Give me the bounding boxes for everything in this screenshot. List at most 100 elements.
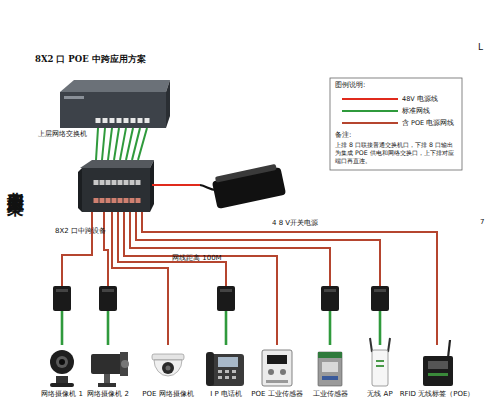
ip-phone-icon-part <box>206 352 214 386</box>
wireless-ap-icon-part <box>370 338 372 352</box>
poe-splitter-adapter-part <box>56 289 68 292</box>
node-label: 网络摄像机 1 <box>41 391 83 399</box>
node-label: 上层网络交换机 <box>38 131 87 139</box>
ip-phone-icon-part <box>225 370 229 373</box>
ip-phone-icon-part <box>232 370 236 373</box>
switch-port-part <box>110 118 115 123</box>
diagram-title: 8X2 口 POE 中跨应用方案 <box>35 54 146 65</box>
midspan-port-part <box>136 180 141 185</box>
poe-splitter-adapter-part <box>107 310 110 345</box>
margin-mark: L <box>478 42 483 53</box>
legend-text: 48V 电源线 <box>402 95 438 103</box>
network-cable <box>96 128 98 160</box>
end-device: 工业传感器 <box>310 345 350 388</box>
poe-splitter-adapter-part <box>217 286 235 311</box>
poe-splitter-adapter-part <box>102 289 114 292</box>
ip-camera-icon-part <box>56 356 68 368</box>
network-cable <box>120 128 126 160</box>
box-camera-icon-part <box>121 360 129 368</box>
ip-camera-icon-part <box>59 359 65 365</box>
midspan-port-part <box>124 180 129 185</box>
ip-camera-icon-part <box>50 350 74 374</box>
network-cable <box>102 128 105 160</box>
midspan-port-part <box>112 180 117 185</box>
node-label: 网络摄像机 2 <box>87 391 129 399</box>
poe-dome-camera-icon-part <box>154 360 182 376</box>
midspan-port-part <box>130 180 135 185</box>
node-label: POE 工业传感器 <box>251 391 302 399</box>
poe-dome-camera-icon-part <box>166 366 171 371</box>
switch-port-part <box>103 118 108 123</box>
wireless-ap-icon-part <box>388 338 390 352</box>
switch-illustration <box>60 80 170 128</box>
rfid-reader-icon-part <box>423 356 453 386</box>
note-heading: 备注: <box>335 131 351 140</box>
ip-camera-icon-part <box>56 376 68 384</box>
switch-illustration-part <box>64 96 84 99</box>
wireless-ap-icon-part <box>376 360 384 362</box>
power-supply-illustration-part <box>215 164 277 183</box>
switch-port-part <box>117 118 122 123</box>
poe-industrial-sensor-icon-part <box>268 369 274 375</box>
end-device: I P 电话机 <box>206 345 246 388</box>
ip-camera-icon <box>50 350 74 387</box>
ip-phone-icon-part <box>232 376 236 379</box>
ip-camera-icon-part <box>50 383 74 387</box>
box-camera-icon-part <box>120 352 128 376</box>
legend-box <box>330 78 462 170</box>
poe-dome-camera-icon-part <box>162 362 174 374</box>
end-device: POE 工业传感器 <box>257 345 297 388</box>
legend-entry: 含 POE 电源网线 <box>402 119 454 127</box>
end-device: 网络摄像机 2 <box>88 345 128 388</box>
rfid-reader-icon-part <box>448 340 450 358</box>
midspan-port-part <box>124 198 129 203</box>
midspan-illustration-part <box>82 168 150 212</box>
poe-splitter-adapter <box>53 286 389 345</box>
switch-illustration-part <box>60 80 170 92</box>
node-label: POE 网络摄像机 <box>142 391 193 399</box>
node-label: 工业传感器 <box>313 391 348 399</box>
midspan-device: 8X2 口中跨设备 <box>82 160 152 212</box>
switch-port-part <box>96 118 101 123</box>
midspan-port-part <box>118 198 123 203</box>
ip-phone-icon-part <box>218 357 238 367</box>
power-supply: 4 8 V开关电源 <box>200 168 292 210</box>
legend-text: 含 POE 电源网线 <box>402 119 454 127</box>
midspan-port <box>94 180 141 203</box>
midspan-illustration <box>78 160 154 212</box>
ip-phone-icon-part <box>225 376 229 379</box>
legend-box-part <box>342 110 398 112</box>
poe-splitter-adapter-part <box>329 310 332 345</box>
box-camera-icon <box>91 352 129 387</box>
legend-entry: 48V 电源线 <box>402 95 438 103</box>
midspan-port-part <box>136 198 141 203</box>
midspan-illustration-part <box>80 160 154 168</box>
poe-industrial-sensor-icon-part <box>267 355 287 364</box>
poe-industrial-sensor-icon-part <box>262 350 292 386</box>
network-cable <box>108 128 112 160</box>
rfid-reader-icon-part <box>428 361 448 369</box>
rfid-reader-icon-part <box>428 373 448 376</box>
box-camera-icon-part <box>104 374 110 383</box>
ip-phone-icon <box>206 352 244 386</box>
network-cable <box>114 128 119 160</box>
box-camera-icon-part <box>91 354 123 374</box>
poe-splitter-adapter-part <box>99 286 117 311</box>
power-supply-illustration <box>200 164 286 209</box>
network-cable <box>138 128 147 160</box>
end-device: 无线 AP <box>360 345 400 388</box>
node-label: RFID 无线标签（POE） <box>400 391 475 399</box>
poe-dome-camera-icon <box>152 354 184 376</box>
poe-splitter-adapter-part <box>321 286 339 311</box>
ip-phone-icon-part <box>218 376 222 379</box>
poe-industrial-sensor-icon <box>262 350 292 386</box>
wireless-ap-icon-part <box>372 350 388 386</box>
node-label: I P 电话机 <box>210 391 242 399</box>
switch-port-part <box>124 118 129 123</box>
end-device: POE 网络摄像机 <box>148 345 188 388</box>
wireless-ap-icon <box>370 338 390 386</box>
wireless-ap-icon-part <box>376 365 384 367</box>
power-supply-illustration-part <box>200 185 216 190</box>
node-label: 8X2 口中跨设备 <box>55 228 106 236</box>
midspan-port-part <box>106 198 111 203</box>
